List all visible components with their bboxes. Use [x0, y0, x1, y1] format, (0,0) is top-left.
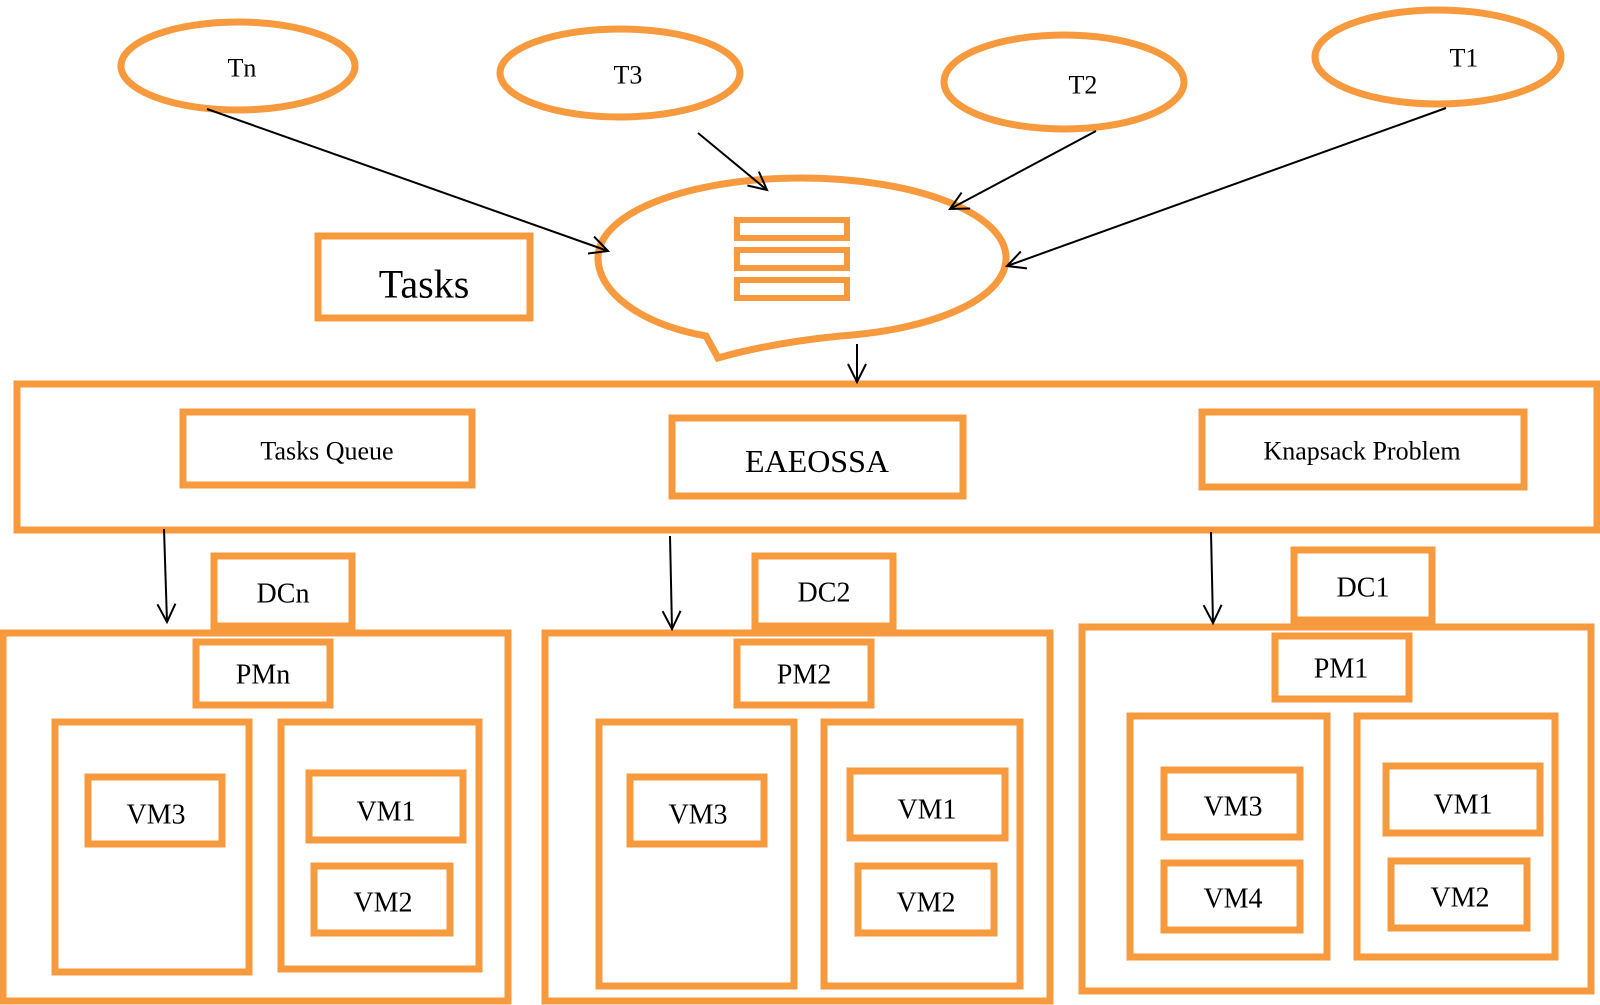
- task-label-tn: Tn: [228, 54, 257, 83]
- vm-label: VM3: [668, 800, 727, 831]
- task-node-t2: T2: [940, 31, 1188, 133]
- vm-label: VM2: [353, 888, 412, 919]
- vm-host-left: [595, 718, 798, 990]
- vm-box: VM3: [84, 773, 226, 848]
- task-node-t1: T1: [1311, 6, 1565, 108]
- task-node-t3: T3: [496, 25, 744, 121]
- vm-box: VM2: [1387, 857, 1531, 932]
- knapsack-problem-box: Knapsack Problem: [1198, 408, 1528, 491]
- dc-label-box: DCn: [210, 552, 356, 630]
- vm-label: VM2: [1430, 883, 1489, 914]
- task-collector-bubble: [594, 174, 1010, 363]
- datacenter-2: DC2 PM2 VM3 VM1 VM2: [541, 552, 1054, 1005]
- vm-box: VM3: [1160, 766, 1304, 841]
- pm-label: PM2: [777, 660, 831, 691]
- vm-box: VM2: [854, 862, 998, 937]
- vm-box: VM1: [305, 769, 467, 844]
- tasks-label: Tasks: [379, 262, 470, 307]
- vm-label: VM3: [126, 800, 185, 831]
- dc-label: DC2: [798, 578, 851, 609]
- arrow-scheduler-to-dcn: [156, 528, 177, 625]
- vm-label: VM2: [896, 888, 955, 919]
- tasks-label-box: Tasks: [314, 232, 534, 322]
- vm-box: VM1: [1382, 762, 1544, 837]
- scheduler-container: Tasks Queue EAEOSSA Knapsack Problem: [13, 380, 1600, 534]
- arrow-tn-to-bubble: [206, 108, 611, 255]
- task-label-t1: T1: [1450, 44, 1479, 73]
- arrow-t1-to-bubble: [1004, 107, 1447, 270]
- eaeossa-label: EAEOSSA: [745, 443, 889, 479]
- arrow-t3-to-bubble: [697, 132, 769, 192]
- pm-label-box: PM1: [1271, 632, 1413, 703]
- pm-label: PM1: [1314, 654, 1368, 685]
- vm-box: VM3: [626, 773, 768, 848]
- vm-label: VM4: [1203, 884, 1262, 915]
- eaeossa-box: EAEOSSA: [668, 414, 967, 500]
- vm-box: VM4: [1160, 859, 1304, 934]
- vm-label: VM1: [897, 795, 956, 826]
- dc-label: DC1: [1337, 573, 1390, 604]
- knapsack-problem-label: Knapsack Problem: [1263, 437, 1460, 466]
- datacenter-n: DCn PMn VM3 VM1 VM2: [0, 552, 512, 1005]
- vm-host-right: [820, 718, 1024, 990]
- tasks-queue-label: Tasks Queue: [260, 437, 393, 466]
- dc-label: DCn: [257, 579, 310, 610]
- task-node-tn: Tn: [117, 18, 359, 114]
- pm-label-box: PM2: [733, 638, 875, 709]
- task-label-t2: T2: [1069, 71, 1098, 100]
- vm-label: VM1: [356, 797, 415, 828]
- arrow-t2-to-bubble: [948, 130, 1097, 211]
- tasks-queue-box: Tasks Queue: [179, 408, 476, 489]
- pm-label-box: PMn: [192, 638, 334, 709]
- vm-box: VM1: [846, 767, 1009, 842]
- dc-label-box: DC1: [1290, 546, 1436, 624]
- vm-box: VM2: [310, 862, 454, 937]
- arrow-scheduler-to-dc1: [1202, 531, 1223, 626]
- list-icon: [734, 217, 850, 301]
- datacenter-1: DC1 PM1 VM3 VM4 VM1 VM2: [1078, 546, 1595, 995]
- dc-label-box: DC2: [751, 552, 897, 630]
- pm-label: PMn: [236, 660, 290, 691]
- vm-label: VM3: [1203, 792, 1262, 823]
- vm-label: VM1: [1433, 790, 1492, 821]
- task-label-t3: T3: [614, 61, 643, 90]
- arrow-scheduler-to-dc2: [661, 535, 682, 632]
